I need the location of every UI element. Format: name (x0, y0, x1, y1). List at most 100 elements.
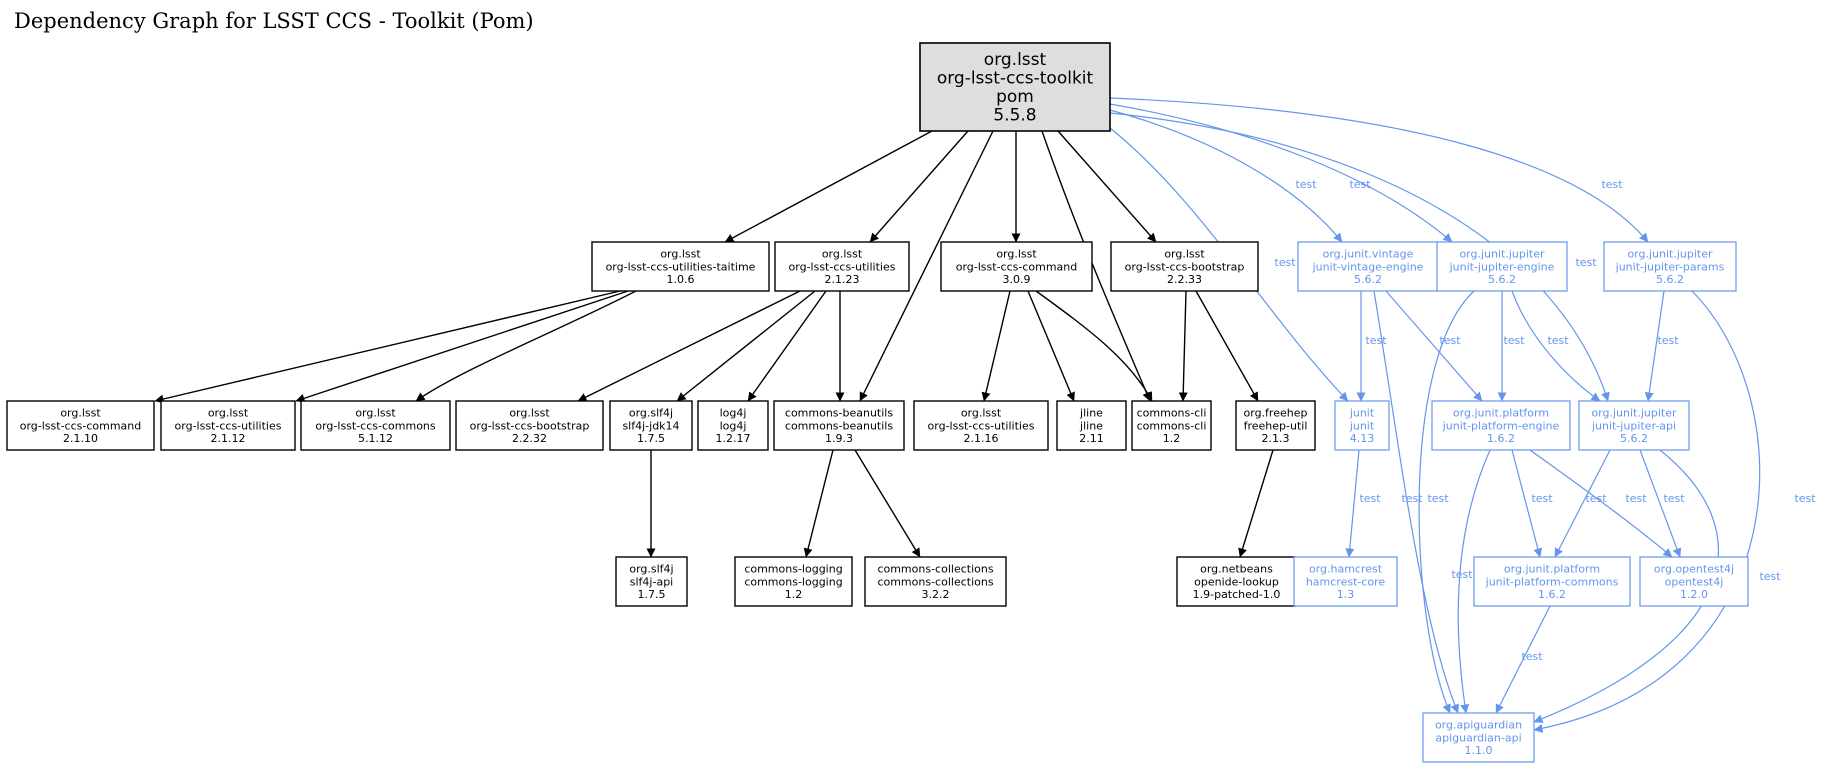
edge-label-jupiter-api-to-opentest4j: test (1663, 492, 1685, 505)
node-label-opentest4j-line-1: org.opentest4j (1654, 563, 1734, 576)
edge-label-jupiter-engine-to-jupiter-api: test (1547, 334, 1569, 347)
node-label-platform-commons-line-1: org.junit.platform (1504, 563, 1600, 576)
node-label-jupiter-api-line-2: junit-jupiter-api (1591, 419, 1676, 432)
node-label-commons-5112-line-2: org-lsst-ccs-commons (315, 419, 436, 432)
node-openide-lookup: org.netbeansopenide-lookup1.9-patched-1.… (1176, 556, 1297, 607)
edge-vintage-engine-to-apiguardian-api (1373, 290, 1459, 714)
node-box-junit (1334, 400, 1390, 451)
node-label-utilities-taitime-line-2: org-lsst-ccs-utilities-taitime (606, 260, 756, 273)
edge-toolkit-to-bootstrap-2233 (1057, 130, 1157, 243)
edge-utilities-taitime-to-command-2110 (154, 290, 621, 404)
node-label-vintage-engine-line-3: 5.6.2 (1354, 273, 1382, 286)
node-label-apiguardian-api-line-1: org.apiguardian (1435, 719, 1522, 732)
edge-label-toolkit-to-jupiter-params: test (1601, 178, 1623, 191)
graph-title: Dependency Graph for LSST CCS - Toolkit … (14, 9, 534, 33)
edge-command-309-to-commons-cli (1035, 290, 1153, 402)
node-label-log4j-line-1: log4j (720, 407, 747, 420)
edge-label-platform-engine-to-opentest4j: test (1625, 492, 1647, 505)
edge-command-309-to-jline (1027, 290, 1075, 402)
node-label-junit-line-3: 4.13 (1350, 432, 1375, 445)
node-label-jupiter-engine-line-2: junit-jupiter-engine (1449, 260, 1555, 273)
node-label-opentest4j-line-3: 1.2.0 (1680, 588, 1708, 601)
node-box-jline (1056, 400, 1127, 451)
node-label-command-2110-line-1: org.lsst (60, 407, 101, 420)
node-label-jupiter-engine-line-1: org.junit.jupiter (1459, 248, 1545, 261)
edge-label-jupiter-api-to-apiguardian-api: test (1759, 570, 1781, 583)
node-box-vintage-engine (1297, 241, 1439, 292)
node-label-bootstrap-2233-line-1: org.lsst (1164, 248, 1205, 261)
node-label-commons-cli-line-1: commons-cli (1137, 407, 1207, 420)
node-label-freehep-util-line-1: org.freehep (1244, 407, 1308, 420)
node-box-opentest4j (1639, 556, 1749, 607)
node-label-slf4j-jdk14-line-2: slf4j-jdk14 (622, 419, 679, 432)
node-label-command-2110-line-2: org-lsst-ccs-command (20, 419, 142, 432)
node-label-hamcrest-core-line-2: hamcrest-core (1306, 575, 1386, 588)
node-label-commons-logging-line-2: commons-logging (744, 575, 842, 588)
node-label-commons-logging-line-3: 1.2 (785, 588, 803, 601)
node-box-commons-collections (864, 556, 1007, 607)
node-box-utilities-2116 (913, 400, 1049, 451)
edge-jupiter-engine-to-jupiter-api (1511, 290, 1601, 402)
edge-label-toolkit-to-vintage-engine: test (1295, 178, 1317, 191)
node-label-bootstrap-2232-line-1: org.lsst (509, 407, 550, 420)
node-label-commons-logging-line-1: commons-logging (744, 563, 842, 576)
node-box-bootstrap-2233 (1110, 241, 1259, 292)
edge-jupiter-api-to-platform-commons (1554, 449, 1611, 558)
node-label-jupiter-params-line-1: org.junit.jupiter (1627, 248, 1713, 261)
node-box-utilities-taitime (591, 241, 770, 292)
node-label-freehep-util-line-3: 2.1.3 (1262, 432, 1290, 445)
node-label-jupiter-api-line-3: 5.6.2 (1620, 432, 1648, 445)
edge-toolkit-to-jupiter-engine (1109, 103, 1453, 243)
node-label-junit-line-2: junit (1349, 419, 1375, 432)
node-label-toolkit-line-2: org-lsst-ccs-toolkit (937, 68, 1094, 88)
node-label-utilities-2123-line-1: org.lsst (822, 248, 863, 261)
node-platform-engine: org.junit.platformjunit-platform-engine1… (1431, 400, 1571, 451)
node-box-platform-engine (1431, 400, 1571, 451)
node-label-command-309-line-3: 3.0.9 (1003, 273, 1031, 286)
node-label-utilities-2112-line-3: 2.1.12 (211, 432, 246, 445)
edge-freehep-util-to-openide-lookup (1238, 449, 1274, 558)
node-label-log4j-line-3: 1.2.17 (716, 432, 751, 445)
node-label-utilities-taitime-line-1: org.lsst (660, 248, 701, 261)
node-label-command-309-line-1: org.lsst (996, 248, 1037, 261)
node-commons-collections: commons-collectionscommons-collections3.… (864, 556, 1007, 607)
node-label-platform-commons-line-2: junit-platform-commons (1485, 575, 1619, 588)
node-label-commons-5112-line-3: 5.1.12 (358, 432, 393, 445)
edge-label-vintage-engine-to-platform-engine: test (1439, 334, 1461, 347)
edge-label-platform-engine-to-platform-commons: test (1531, 492, 1553, 505)
node-label-vintage-engine-line-1: org.junit.vintage (1323, 248, 1414, 261)
node-label-command-309-line-2: org-lsst-ccs-command (956, 260, 1078, 273)
node-label-beanutils-line-2: commons-beanutils (785, 419, 893, 432)
edge-platform-engine-to-opentest4j (1529, 449, 1673, 558)
node-label-jupiter-engine-line-3: 5.6.2 (1488, 273, 1516, 286)
edge-beanutils-to-commons-logging (803, 449, 834, 558)
node-label-jupiter-api-line-1: org.junit.jupiter (1591, 407, 1677, 420)
node-label-platform-engine-line-2: junit-platform-engine (1442, 419, 1560, 432)
edge-jupiter-params-to-apiguardian-api (1533, 290, 1761, 733)
node-label-bootstrap-2232-line-2: org-lsst-ccs-bootstrap (470, 419, 590, 432)
node-box-utilities-2123 (774, 241, 910, 292)
edge-bootstrap-2233-to-commons-cli (1178, 290, 1188, 402)
node-box-toolkit (919, 42, 1111, 132)
node-label-platform-commons-line-3: 1.6.2 (1538, 588, 1566, 601)
edge-toolkit-to-vintage-engine (1109, 109, 1343, 243)
node-box-bootstrap-2232 (455, 400, 604, 451)
edge-beanutils-to-commons-collections (854, 449, 921, 558)
node-label-apiguardian-api-line-2: apiguardian-api (1435, 731, 1521, 744)
node-jupiter-engine: org.junit.jupiterjunit-jupiter-engine5.6… (1436, 241, 1568, 292)
edge-toolkit-to-utilities-taitime (724, 130, 933, 243)
